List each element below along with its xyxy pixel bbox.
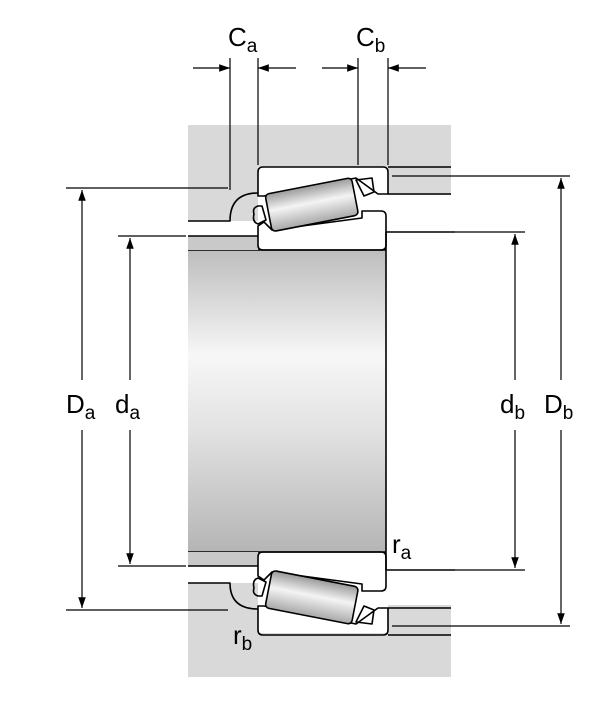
housing-outlines — [388, 166, 451, 636]
housing-fillet-bottom — [188, 582, 259, 610]
shaft — [188, 231, 455, 571]
bearing-bottom — [188, 551, 389, 636]
roller-bottom — [264, 570, 359, 625]
roller-top — [264, 177, 359, 232]
outer-ring-top — [257, 166, 389, 197]
outer-ring-bottom — [257, 605, 389, 636]
housing-right-top — [388, 125, 451, 195]
label-rb: rb — [233, 620, 252, 655]
inner-ring-top — [257, 210, 387, 251]
labels: Ca Cb Da da db Db ra rb — [66, 22, 573, 655]
label-db: db — [500, 389, 525, 424]
housing-bottom-band — [258, 633, 388, 677]
housing-left-bottom — [188, 583, 258, 677]
housing — [188, 125, 451, 677]
shaft-shoulder-bottom — [188, 552, 258, 566]
label-da: da — [115, 389, 140, 424]
label-Db: Db — [544, 389, 573, 424]
inner-ring-bottom — [257, 551, 387, 592]
label-ca: Ca — [228, 22, 258, 57]
label-Da: Da — [66, 389, 96, 424]
shaft-shoulder-top — [188, 236, 258, 250]
label-cb: Cb — [356, 22, 385, 57]
label-ra: ra — [392, 529, 412, 564]
housing-right-bottom — [388, 605, 451, 677]
housing-fillet-top — [188, 192, 259, 222]
housing-top-band — [258, 125, 388, 167]
dimension-lines — [66, 58, 570, 627]
housing-left-top — [188, 125, 258, 221]
bearing-top — [188, 166, 389, 251]
shaft-body — [188, 250, 386, 552]
